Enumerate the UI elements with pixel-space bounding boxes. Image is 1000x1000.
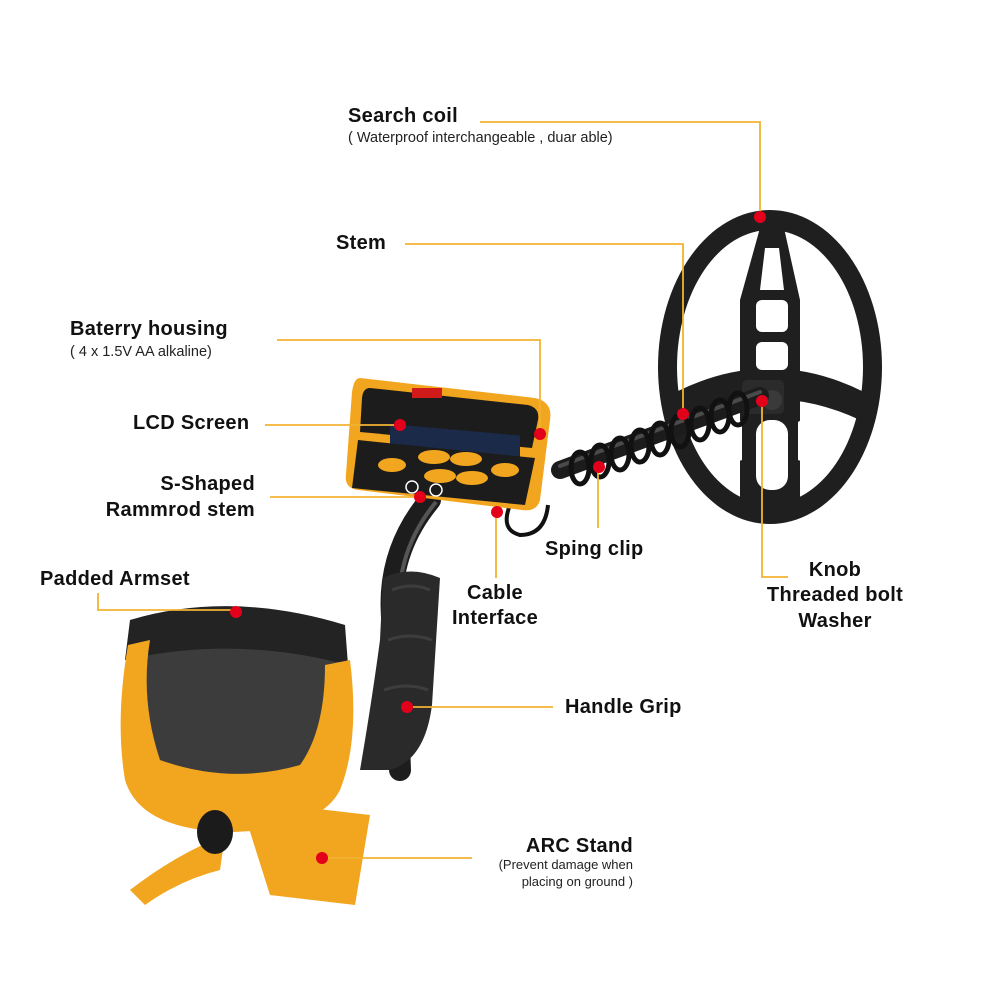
search-coil-subtitle: ( Waterproof interchangeable , duar able… (348, 130, 613, 146)
cable-interface-dot (491, 506, 503, 518)
handle-grip-title: Handle Grip (565, 696, 682, 718)
armset-dot (230, 606, 242, 618)
padded-armset-title: Padded Armset (40, 568, 190, 590)
battery-housing-subtitle: ( 4 x 1.5V AA alkaline) (70, 344, 212, 360)
lcd-screen-title: LCD Screen (133, 412, 250, 434)
cable-interface-line1: Cable (467, 582, 523, 604)
battery-housing-title: Baterry housing (70, 318, 228, 340)
battery-line (277, 339, 541, 430)
sping-clip-dot (593, 461, 605, 473)
s-shaped-dot (414, 491, 426, 503)
search-coil-dot (754, 211, 766, 223)
knob-line3: Washer (798, 610, 872, 632)
stem-dot (677, 408, 689, 420)
stem-line (405, 243, 684, 412)
cable-interface-line2: Interface (451, 607, 539, 629)
armrest (120, 606, 370, 905)
callout-lines (97, 121, 788, 859)
handle-grip-foam (360, 571, 440, 770)
callout-dots (230, 211, 768, 864)
s-shaped-line1: S-Shaped (160, 473, 255, 495)
knob-line1: Knob (808, 559, 862, 581)
knob-line (761, 402, 788, 578)
search-coil (658, 210, 882, 524)
stem-title: Stem (336, 232, 387, 254)
control-box (345, 378, 551, 511)
arc-stand-sub2: placing on ground ) (521, 874, 633, 889)
lcd-dot (394, 419, 406, 431)
s-shaped-line2: Rammrod stem (105, 499, 255, 521)
battery-dot (534, 428, 546, 440)
knob-line2: Threaded bolt (766, 584, 904, 606)
handle-grip-dot (401, 701, 413, 713)
arc-stand-dot (316, 852, 328, 864)
arc-stand-title: ARC Stand (525, 835, 633, 857)
search-coil-title: Search coil (348, 105, 459, 127)
knob-dot (756, 395, 768, 407)
search-coil-line (480, 121, 761, 218)
sping-clip-title: Sping clip (545, 538, 644, 560)
padded-armset-line (97, 593, 236, 611)
arc-stand-sub1: (Prevent damage when (498, 857, 633, 872)
